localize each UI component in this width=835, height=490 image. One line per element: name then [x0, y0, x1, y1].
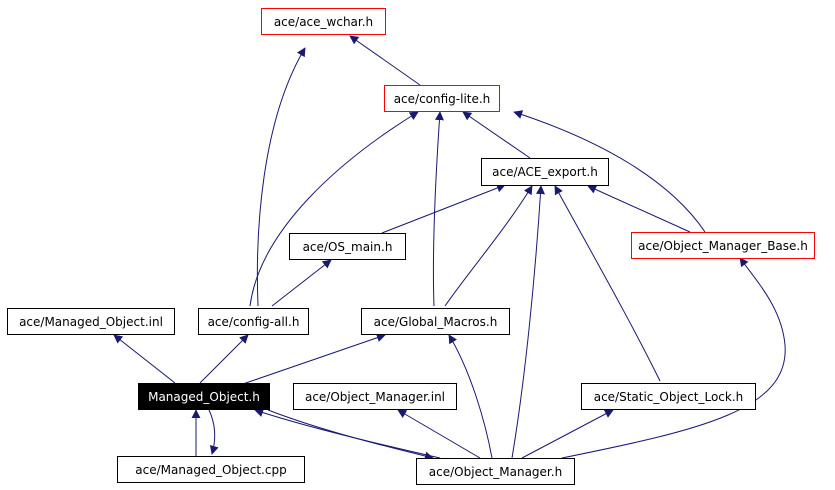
edge-global-macros-to-ace-export	[444, 185, 533, 307]
edge-object-manager-to-ace-export	[511, 185, 545, 459]
edge-object-manager-to-managed-object	[254, 408, 441, 459]
node-object-manager-inl[interactable]: ace/Object_Manager.inl	[293, 383, 457, 410]
edge-static-object-lock-to-ace-export	[554, 185, 661, 382]
node-object-manager-h[interactable]: ace/Object_Manager.h	[416, 458, 575, 485]
node-managed-object-inl[interactable]: ace/Managed_Object.inl	[7, 308, 175, 335]
node-static-object-lock[interactable]: ace/Static_Object_Lock.h	[581, 383, 756, 410]
edge-managed-object-to-config-all	[199, 334, 249, 384]
node-managed-object-h[interactable]: Managed_Object.h	[138, 383, 270, 410]
node-os-main[interactable]: ace/OS_main.h	[289, 233, 406, 260]
edge-managed-object-to-object-manager	[267, 409, 434, 461]
node-config-lite[interactable]: ace/config-lite.h	[384, 85, 500, 112]
edge-managed-object-to-managed-object-inl	[113, 334, 176, 384]
edge-ace-export-to-config-lite	[462, 111, 531, 159]
edge-object-manager-to-object-manager-inl	[397, 409, 481, 459]
node-config-all[interactable]: ace/config-all.h	[198, 308, 309, 335]
edge-object-manager-to-global-macros	[448, 334, 493, 459]
node-ace-export[interactable]: ace/ACE_export.h	[481, 158, 609, 186]
edge-object-manager-base-to-config-lite	[513, 110, 706, 233]
edge-config-all-to-os-main	[271, 259, 332, 307]
node-object-manager-base[interactable]: ace/Object_Manager_Base.h	[631, 232, 815, 259]
edge-os-main-to-ace-export	[381, 183, 506, 234]
node-ace-wchar[interactable]: ace/ace_wchar.h	[261, 8, 386, 35]
edge-managed-object-to-managed-object-cpp	[208, 409, 219, 455]
edge-config-all-to-ace-wchar	[256, 47, 306, 307]
edge-managed-object-to-global-macros	[239, 333, 386, 386]
edge-config-all-to-config-lite	[249, 111, 419, 307]
edge-object-manager-to-static-object-lock	[521, 409, 614, 459]
node-managed-object-cpp[interactable]: ace/Managed_Object.cpp	[117, 456, 305, 483]
edge-config-lite-to-ace-wchar	[349, 35, 421, 86]
node-global-macros[interactable]: ace/Global_Macros.h	[361, 308, 510, 335]
edge-global-macros-to-config-lite	[432, 111, 444, 307]
edge-object-manager-to-object-manager-base	[561, 257, 786, 459]
edge-object-manager-base-to-ace-export	[587, 185, 691, 233]
